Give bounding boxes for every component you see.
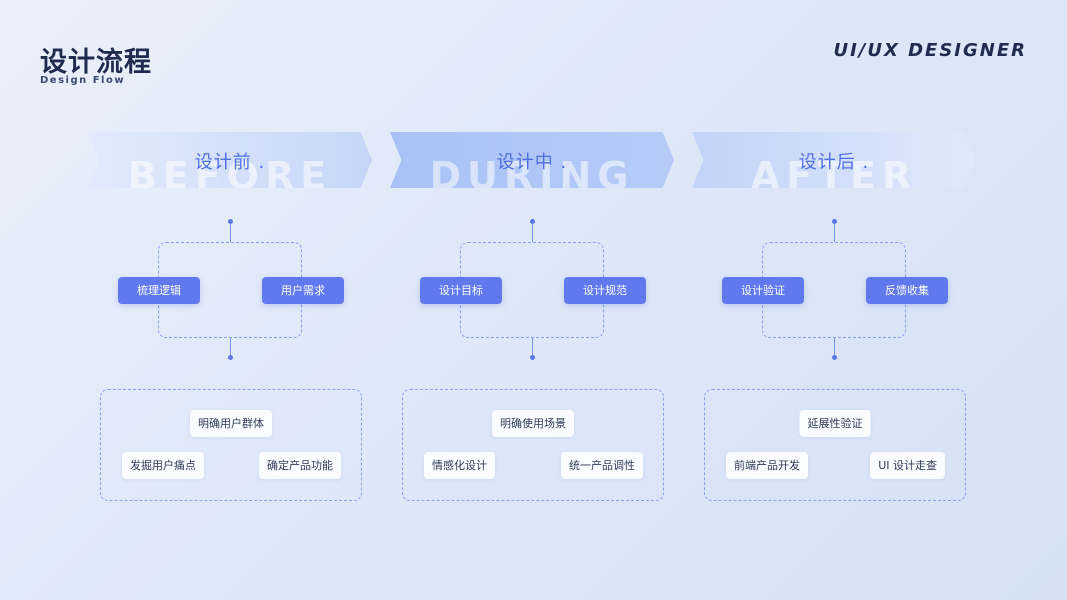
outcome-box: 明确用户群体 发掘用户痛点 确定产品功能 <box>100 389 362 501</box>
outcome-pill: 统一产品调性 <box>561 452 643 479</box>
stage-title: 设计中 . <box>496 152 568 173</box>
stage-watermark: BEFORE <box>127 154 333 188</box>
outcome-box: 延展性验证 前端产品开发 UI 设计走查 <box>704 389 966 501</box>
connector-line-bottom <box>230 338 231 356</box>
stage-before: BEFORE 设计前 . 梳理逻辑 用户需求 明确用户群体 发掘用户痛点 确定产… <box>88 132 372 504</box>
stage-chevron: DURING 设计中 . <box>390 132 674 188</box>
outcome-pill: 延展性验证 <box>799 410 871 437</box>
page-title: 设计流程 <box>40 47 152 78</box>
connector-line-top <box>532 224 533 242</box>
brand-label: UI/UX DESIGNER <box>833 40 1027 61</box>
connector-dot-bottom <box>228 355 233 360</box>
connector-line-bottom <box>532 338 533 356</box>
step-chip: 设计验证 <box>722 277 804 304</box>
outcome-box: 明确使用场景 情感化设计 统一产品调性 <box>402 389 664 501</box>
step-chip: 设计目标 <box>420 277 502 304</box>
stage-during: DURING 设计中 . 设计目标 设计规范 明确使用场景 情感化设计 统一产品… <box>390 132 674 504</box>
connector-dot-bottom <box>832 355 837 360</box>
outcome-pill: 发掘用户痛点 <box>122 452 204 479</box>
step-chip: 设计规范 <box>564 277 646 304</box>
connector-line-bottom <box>834 338 835 356</box>
outcome-pill: 前端产品开发 <box>726 452 808 479</box>
connector-dot-bottom <box>530 355 535 360</box>
connector-line-top <box>230 224 231 242</box>
step-chip: 反馈收集 <box>866 277 948 304</box>
outcome-pill: UI 设计走查 <box>870 452 945 479</box>
page-subtitle: Design Flow <box>40 75 126 86</box>
stage-watermark: AFTER <box>750 154 918 188</box>
stage-watermark: DURING <box>429 154 635 188</box>
connector-line-top <box>834 224 835 242</box>
step-chip: 用户需求 <box>262 277 344 304</box>
stage-title: 设计后 . <box>798 152 870 173</box>
connector-dot-top <box>832 219 837 224</box>
stage-title: 设计前 . <box>194 152 266 173</box>
outcome-pill: 情感化设计 <box>424 452 495 479</box>
stage-chevron: AFTER 设计后 . <box>692 132 976 188</box>
outcome-pill: 明确使用场景 <box>492 410 574 437</box>
step-chip: 梳理逻辑 <box>118 277 200 304</box>
outcome-pill: 确定产品功能 <box>259 452 341 479</box>
outcome-pill: 明确用户群体 <box>190 410 272 437</box>
connector-dot-top <box>228 219 233 224</box>
stage-after: AFTER 设计后 . 设计验证 反馈收集 延展性验证 前端产品开发 UI 设计… <box>692 132 976 504</box>
connector-dot-top <box>530 219 535 224</box>
stage-chevron: BEFORE 设计前 . <box>88 132 372 188</box>
